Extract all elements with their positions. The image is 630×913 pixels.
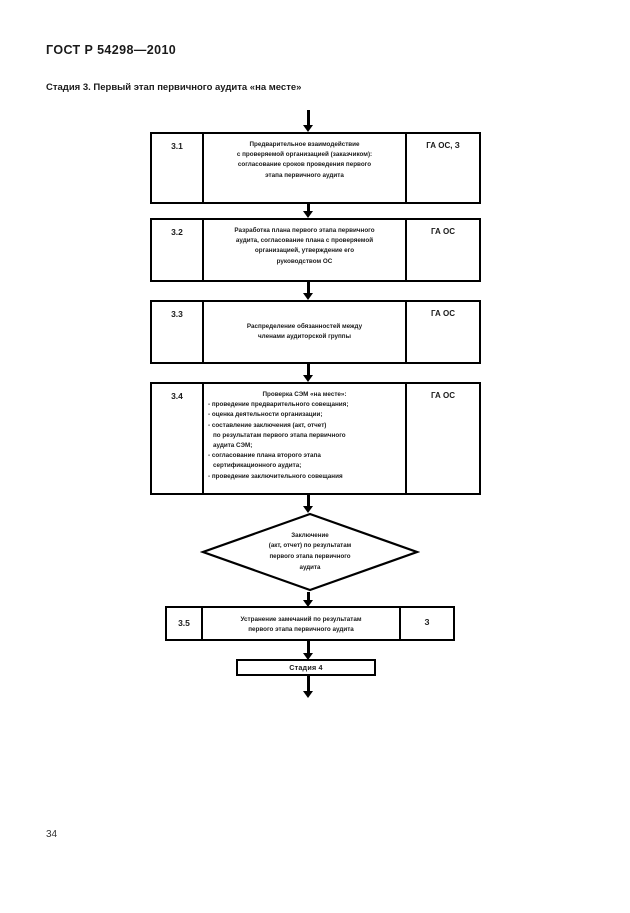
step-line: Разработка плана первого этапа первичног… <box>234 227 375 234</box>
step-body-3-5: Устранение замечаний по результатам перв… <box>203 608 401 639</box>
step-responsible-3-4: ГА ОС <box>430 391 456 400</box>
arrow-head <box>303 600 313 607</box>
step-responsible-3-5: З <box>424 618 430 627</box>
step-line: согласование сроков проведения первого <box>237 161 372 169</box>
step-responsible-3-2: ГА ОС <box>430 227 456 236</box>
step-text-3-1: Предварительное взаимодействие с проверя… <box>208 140 401 181</box>
arrow-shaft <box>307 282 310 294</box>
step-subtitle: Проверка СЭМ «на месте»: <box>262 391 347 398</box>
terminal-label: Стадия 4 <box>289 663 323 672</box>
decision-text: Заключение (акт, отчет) по результатам п… <box>200 512 420 592</box>
step-text-3-5: Устранение замечаний по результатам перв… <box>207 615 395 635</box>
standard-header: ГОСТ Р 54298—2010 <box>46 43 177 57</box>
bullet-item-continuation: по результатам первого этапа первичного <box>213 431 346 439</box>
step-line: Распределение обязанностей между <box>246 323 363 330</box>
step-text-3-3: Распределение обязанностей между членами… <box>208 308 401 342</box>
arrow-head <box>303 691 313 698</box>
process-step-3-4: 3.4 Проверка СЭМ «на месте»: - проведени… <box>150 382 481 495</box>
process-step-3-1: 3.1 Предварительное взаимодействие с про… <box>150 132 481 204</box>
step-text-3-2: Разработка плана первого этапа первичног… <box>208 226 401 267</box>
bullet-item-continuation: аудита СЭМ; <box>213 441 253 449</box>
bullet-item: - составление заключения (акт, отчет) <box>208 421 327 429</box>
connector-arrow-3-3-to-3-4 <box>301 364 315 382</box>
step-line: организацией, утверждение его <box>254 247 355 255</box>
step-line: Предварительное взаимодействие <box>249 141 360 148</box>
step-number-3-2: 3.2 <box>152 220 204 280</box>
step-line: аудита, согласование плана с проверяемой <box>235 237 374 245</box>
step-number-3-1: 3.1 <box>152 134 204 202</box>
bullet-item-continuation: сертификационного аудита; <box>213 462 302 470</box>
arrow-shaft <box>307 495 310 507</box>
connector-arrow-3-2-to-3-3 <box>301 282 315 300</box>
decision-node: Заключение (акт, отчет) по результатам п… <box>200 512 420 592</box>
arrow-head <box>303 506 313 513</box>
decision-line: (акт, отчет) по результатам <box>268 542 352 550</box>
diamond-shape <box>200 512 420 592</box>
arrow-shaft <box>307 110 310 126</box>
step-body-3-2: Разработка плана первого этапа первичног… <box>204 220 407 280</box>
arrow-shaft <box>307 592 310 601</box>
process-step-3-2: 3.2 Разработка плана первого этапа перви… <box>150 218 481 282</box>
step-line: этапа первичного аудита <box>265 171 344 179</box>
terminal-node-stage-4: Стадия 4 <box>236 659 376 676</box>
process-step-3-3: 3.3 Распределение обязанностей между чле… <box>150 300 481 364</box>
arrow-shaft <box>307 676 310 692</box>
connector-arrow-3-5-to-terminal <box>301 641 315 660</box>
process-step-3-5: 3.5 Устранение замечаний по результатам … <box>165 606 455 641</box>
arrow-head <box>303 293 313 300</box>
step-line: руководством ОС <box>276 257 333 265</box>
decision-line: аудита <box>299 563 321 571</box>
step-responsible-3-3: ГА ОС <box>430 309 456 318</box>
connector-arrow-into-step-3-1 <box>301 110 315 132</box>
step-line: с проверяемой организацией (заказчиком): <box>236 151 373 159</box>
connector-arrow-3-1-to-3-2 <box>301 204 315 218</box>
arrow-head <box>303 653 313 660</box>
bullet-item: - согласование плана второго этапа <box>208 452 321 460</box>
arrow-shaft <box>307 364 310 376</box>
decision-line: Заключение <box>291 531 329 539</box>
arrow-shaft <box>307 204 310 212</box>
step-line: первого этапа первичного аудита <box>248 626 354 634</box>
connector-arrow-decision-to-3-5 <box>301 592 315 607</box>
step-body-3-4: Проверка СЭМ «на месте»: - проведение пр… <box>204 384 407 493</box>
step-body-3-1: Предварительное взаимодействие с проверя… <box>204 134 407 202</box>
step-number-3-5: 3.5 <box>167 608 203 639</box>
step-line: членами аудиторской группы <box>258 333 351 341</box>
stage-title: Стадия 3. Первый этап первичного аудита … <box>46 82 302 93</box>
step-responsible-3-1: ГА ОС, З <box>426 141 460 150</box>
arrow-head <box>303 211 313 218</box>
step-line: Устранение замечаний по результатам <box>240 616 362 623</box>
bullet-item: - проведение заключительного совещания <box>208 472 343 480</box>
step-body-3-3: Распределение обязанностей между членами… <box>204 302 407 362</box>
connector-arrow-out-of-stage-4 <box>301 676 315 698</box>
bullet-item: - оценка деятельности организации; <box>208 411 323 419</box>
arrow-head <box>303 375 313 382</box>
step-number-3-3: 3.3 <box>152 302 204 362</box>
step-text-3-4: Проверка СЭМ «на месте»: - проведение пр… <box>208 390 401 482</box>
arrow-head <box>303 125 313 132</box>
bullet-item: - проведение предварительного совещания; <box>208 401 349 409</box>
arrow-shaft <box>307 641 310 654</box>
step-bullet-list: - проведение предварительного совещания;… <box>208 400 401 482</box>
step-number-3-4: 3.4 <box>152 384 204 493</box>
connector-arrow-3-4-to-decision <box>301 495 315 513</box>
page-number: 34 <box>46 829 58 840</box>
decision-line: первого этапа первичного <box>269 553 351 560</box>
